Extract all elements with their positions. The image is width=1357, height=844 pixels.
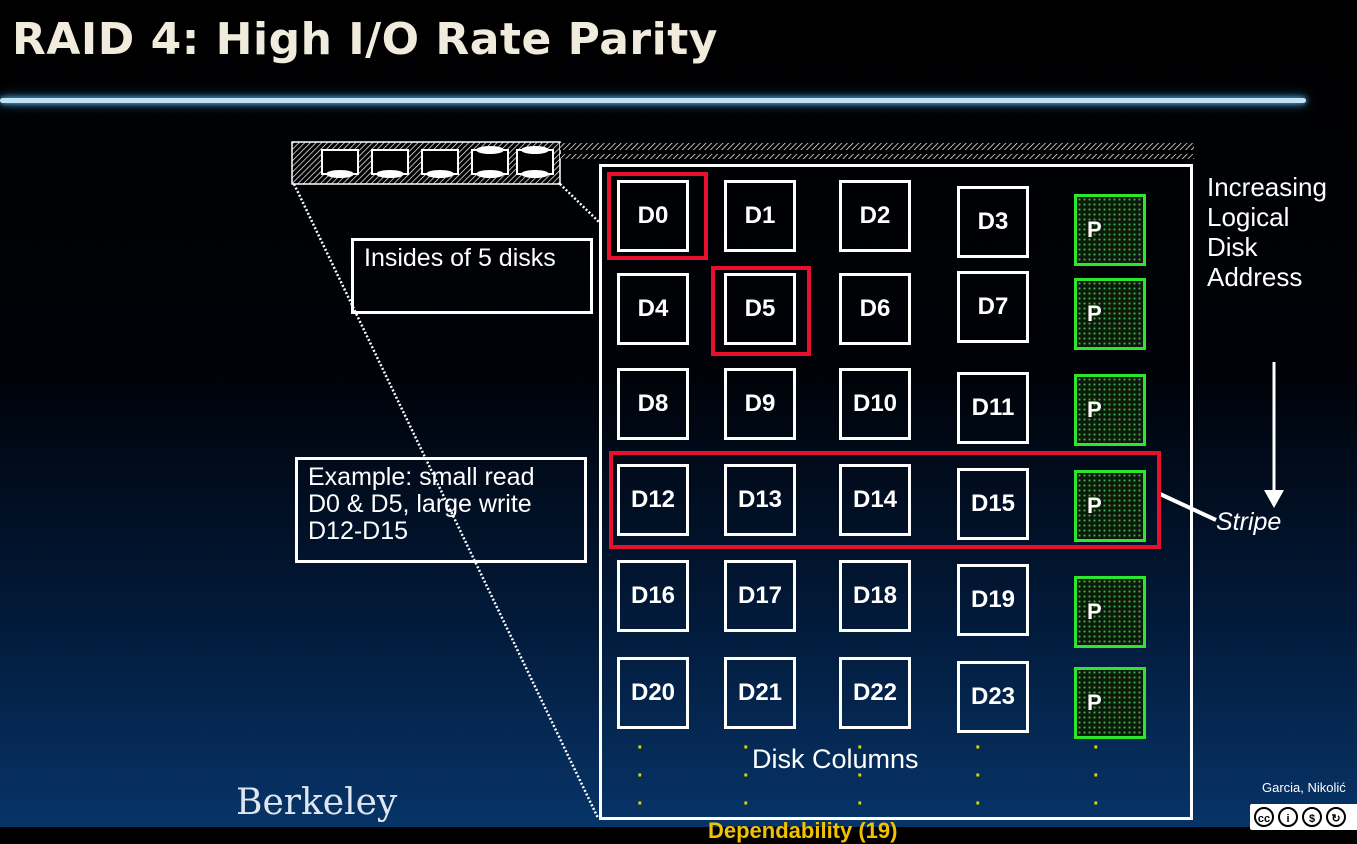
parity-block: P <box>1074 278 1146 350</box>
diagram-graphics <box>291 141 1284 819</box>
highlight-d5 <box>711 266 811 356</box>
data-block: D11 <box>957 372 1029 444</box>
callout-example: Example: small read D0 & D5, large write… <box>295 457 587 563</box>
data-block: D3 <box>957 186 1029 258</box>
continuation-dots: ··· <box>975 737 982 815</box>
footer-author: Garcia, Nikolić <box>1262 780 1346 795</box>
data-block: D6 <box>839 273 911 345</box>
data-block: D18 <box>839 560 911 632</box>
address-label-line: Increasing <box>1207 172 1327 202</box>
data-block: D2 <box>839 180 911 252</box>
disk-array-box <box>599 164 1193 820</box>
highlight-stripe <box>609 451 1161 549</box>
down-arrow-icon <box>1264 362 1284 508</box>
data-block: D21 <box>724 657 796 729</box>
callout-example-line: D12-D15 <box>308 517 409 545</box>
data-block: D1 <box>724 180 796 252</box>
data-block: D10 <box>839 368 911 440</box>
continuation-dots: ··· <box>637 737 644 815</box>
slide-title: RAID 4: High I/O Rate Parity <box>12 14 718 65</box>
data-block: D7 <box>957 271 1029 343</box>
parity-block: P <box>1074 576 1146 648</box>
stripe-pointer <box>1159 492 1217 522</box>
footer-title: Dependability (19) <box>708 818 898 843</box>
parity-block: P <box>1074 470 1146 542</box>
by-icon: i <box>1278 807 1298 827</box>
address-label: Increasing Logical Disk Address <box>1207 172 1327 292</box>
perspective-lines <box>292 183 600 819</box>
berkeley-logo: Berkeley <box>236 782 398 823</box>
address-label-line: Logical <box>1207 202 1290 232</box>
callout-insides: Insides of 5 disks <box>351 238 593 314</box>
cc-icon: cc <box>1254 807 1274 827</box>
data-block: D15 <box>957 468 1029 540</box>
cc-license-badge: cc i $ ↻ <box>1250 804 1357 830</box>
callout-example-line: D0 & D5, large write <box>308 490 532 518</box>
data-block: D14 <box>839 464 911 536</box>
callout-example-line: Example: small read <box>308 463 535 491</box>
data-block: D17 <box>724 560 796 632</box>
data-block: D0 <box>617 180 689 252</box>
nc-icon: $ <box>1302 807 1322 827</box>
address-label-line: Disk <box>1207 232 1258 262</box>
disk-stack <box>291 141 1194 185</box>
parity-block: P <box>1074 667 1146 739</box>
data-block: D20 <box>617 657 689 729</box>
data-block: D13 <box>724 464 796 536</box>
data-block: D19 <box>957 564 1029 636</box>
stripe-label: Stripe <box>1216 508 1282 536</box>
highlight-d0 <box>607 172 708 260</box>
callout-insides-text: Insides of 5 disks <box>364 244 556 272</box>
data-block: D16 <box>617 560 689 632</box>
disk-columns-label: Disk Columns <box>752 744 919 774</box>
title-divider <box>0 98 1306 103</box>
data-block: D22 <box>839 657 911 729</box>
continuation-dots: ··· <box>1093 737 1100 815</box>
data-block: D9 <box>724 368 796 440</box>
sa-icon: ↻ <box>1326 807 1346 827</box>
data-block: D12 <box>617 464 689 536</box>
data-block: D23 <box>957 661 1029 733</box>
data-block: D5 <box>724 273 796 345</box>
parity-block: P <box>1074 374 1146 446</box>
continuation-dots: ··· <box>743 737 750 815</box>
address-label-line: Address <box>1207 262 1303 292</box>
parity-block: P <box>1074 194 1146 266</box>
continuation-dots: ··· <box>857 737 864 815</box>
data-block: D4 <box>617 273 689 345</box>
data-block: D8 <box>617 368 689 440</box>
